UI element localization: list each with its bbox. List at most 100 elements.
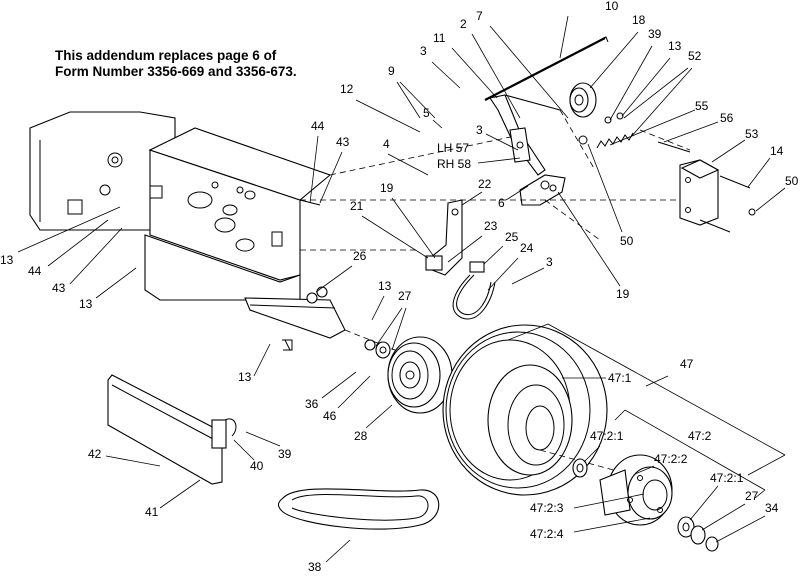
callout-label-c-25: 25 — [505, 230, 519, 244]
leader-line-c-rh58 — [477, 157, 521, 164]
callout-label-c-11: 11 — [433, 31, 446, 45]
assembly-bracket-line — [754, 489, 766, 499]
leader-line-c-50b — [587, 143, 623, 233]
callout-label-c-50b: 50 — [620, 234, 634, 248]
callout-label-c-9: 9 — [388, 64, 395, 78]
leader-line-c-21 — [361, 215, 429, 259]
leader-line-c-50a — [755, 187, 786, 212]
assembly-bracket-line — [624, 409, 766, 491]
leader-line-c-27b — [701, 503, 746, 531]
mounting-bracket — [578, 135, 756, 233]
addendum-note-line-1: This addendum replaces page 6 of — [55, 48, 277, 63]
callout-label-c-47: 47 — [680, 357, 694, 371]
callout-label-c-3c: 3 — [546, 255, 553, 269]
callout-label-c-40: 40 — [250, 459, 264, 473]
leader-line-c-42 — [105, 455, 161, 467]
drive-pulley — [364, 336, 453, 414]
leader-line-c-3c — [511, 267, 545, 285]
leader-line-c-13b — [17, 206, 121, 253]
leader-line-c-56 — [663, 121, 719, 143]
callout-label-c-13d: 13 — [378, 279, 392, 293]
callout-label-c-42: 42 — [88, 447, 102, 461]
callout-label-c-rh58: RH 58 — [437, 157, 471, 171]
callout-label-c-3b: 3 — [476, 123, 483, 137]
callout-label-c-43b: 43 — [52, 281, 66, 295]
leader-line-c-9 — [396, 81, 421, 119]
leader-line-c-14 — [747, 157, 771, 188]
leader-line-c-39a — [609, 45, 653, 121]
callout-label-c-lh57: LH 57 — [437, 141, 469, 155]
brake-arm — [425, 199, 463, 276]
leader-line-c-13a — [621, 57, 671, 117]
leader-line-c-23 — [447, 235, 483, 263]
leader-line-c-34 — [715, 515, 766, 543]
callout-label-c-3a: 3 — [420, 44, 427, 58]
wheel-hub — [572, 454, 719, 552]
brake-band — [452, 261, 496, 320]
assembly-bracket-line — [547, 323, 786, 456]
leader-line-c-26 — [315, 265, 353, 293]
leader-line-c-46 — [337, 375, 371, 409]
callout-label-c-39b: 39 — [278, 447, 292, 461]
callout-label-c-10: 10 — [605, 0, 619, 13]
leader-line-c-24 — [487, 257, 519, 291]
leader-line-c-6 — [505, 185, 529, 201]
leader-line-c-9 — [399, 81, 436, 119]
leader-line-c-43a — [319, 151, 343, 204]
callout-label-c-22: 22 — [478, 177, 492, 191]
cross-shaft — [244, 286, 401, 353]
leader-line-c-13c — [95, 267, 137, 299]
callout-label-c-4721b: 47:2:1 — [710, 471, 744, 485]
leader-line-c-2 — [471, 33, 521, 119]
callout-label-c-2: 2 — [460, 17, 467, 31]
leader-line-c-11 — [451, 47, 498, 99]
callout-label-c-24: 24 — [520, 241, 534, 255]
idler-pulley — [559, 82, 597, 171]
leader-line-c-19b — [557, 191, 621, 287]
callout-label-c-7: 7 — [476, 9, 483, 23]
callout-label-c-472: 47:2 — [688, 429, 712, 443]
v-belt — [277, 488, 440, 530]
leader-line-c-3b — [485, 133, 519, 151]
callout-label-c-44b: 44 — [28, 264, 42, 278]
leader-line-c-18 — [589, 31, 639, 89]
leader-line-c-40 — [233, 439, 255, 461]
leader-line-c-4 — [387, 153, 429, 176]
callout-label-c-21: 21 — [350, 199, 364, 213]
leader-line-c-5 — [432, 119, 443, 129]
callout-label-c-28: 28 — [354, 429, 368, 443]
callout-label-c-19b: 19 — [616, 287, 630, 301]
leader-line-c-27a — [391, 307, 407, 351]
callout-label-c-4723: 47:2:3 — [530, 501, 564, 515]
callout-label-c-471: 47:1 — [608, 371, 632, 385]
leader-line-c-4721b — [689, 485, 719, 521]
leader-line-c-36 — [321, 371, 357, 399]
leader-line-c-4724 — [573, 517, 651, 533]
callout-label-c-36: 36 — [305, 397, 319, 411]
chassis-frame — [29, 111, 521, 301]
assembly-bracket-line — [747, 454, 786, 476]
leader-line-c-25 — [483, 245, 504, 265]
callout-label-c-5: 5 — [423, 106, 430, 120]
leader-line-c-13e — [253, 343, 271, 377]
callout-label-c-23: 23 — [484, 219, 498, 233]
leader-line-c-7 — [489, 25, 569, 119]
leader-line-c-4723 — [573, 493, 645, 509]
leader-line-c-28 — [365, 404, 393, 429]
leader-line-c-52 — [623, 67, 689, 119]
callout-label-c-6: 6 — [498, 196, 505, 210]
callout-label-c-55: 55 — [695, 99, 709, 113]
assembly-bracket-line — [614, 409, 626, 421]
leader-line-c-41 — [159, 479, 201, 509]
leader-line-c-19a — [391, 197, 436, 259]
callout-label-c-13c: 13 — [79, 297, 93, 311]
callout-label-c-43a: 43 — [336, 135, 350, 149]
callout-label-c-41: 41 — [145, 505, 159, 519]
leader-line-c-22 — [461, 191, 483, 206]
leader-line-c-39b — [245, 431, 281, 447]
callout-label-c-4721a: 47:2:1 — [590, 429, 624, 443]
tension-spring — [596, 112, 691, 151]
swing-plate — [420, 174, 680, 241]
